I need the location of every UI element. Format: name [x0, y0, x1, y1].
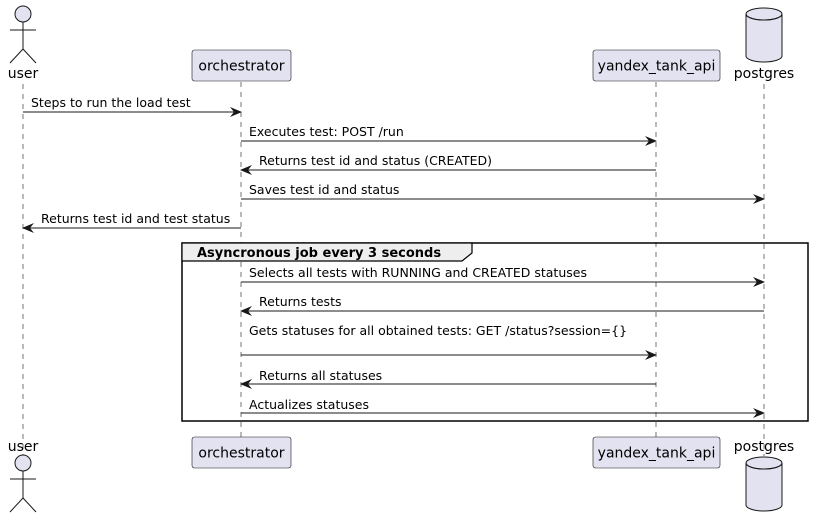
message-5: Returns test id and test status: [22, 211, 241, 233]
message-label: Returns test id and test status: [41, 211, 230, 226]
message-10: Actualizes statuses: [241, 397, 765, 418]
participant-postgres-bottom[interactable]: postgres: [734, 439, 794, 512]
message-1: Steps to run the load test: [23, 95, 242, 117]
database-icon: [745, 7, 783, 63]
participant-label: yandex_tank_api: [598, 59, 716, 75]
actor-icon: [9, 454, 37, 513]
message-label: Returns all statuses: [259, 368, 382, 383]
participant-label: user: [8, 439, 39, 455]
message-6: Selects all tests with RUNNING and CREAT…: [241, 265, 765, 287]
participant-postgres-top[interactable]: postgres: [734, 7, 794, 82]
message-9: Returns all statuses: [240, 368, 656, 389]
participant-label: yandex_tank_api: [598, 446, 716, 462]
message-4: Saves test id and status: [241, 182, 765, 204]
loop-frame-label: Asyncronous job every 3 seconds: [197, 246, 441, 261]
message-label: Returns tests: [259, 294, 341, 309]
participant-label: user: [8, 66, 39, 82]
message-label: Gets statuses for all obtained tests: GE…: [249, 323, 627, 338]
message-label: Executes test: POST /run: [249, 124, 404, 139]
message-label: Returns test id and status (CREATED): [259, 153, 492, 168]
message-label: Actualizes statuses: [249, 397, 369, 412]
participant-label: orchestrator: [198, 59, 284, 75]
message-label: Saves test id and status: [249, 182, 399, 197]
message-8: Gets statuses for all obtained tests: GE…: [241, 323, 657, 360]
message-label: Steps to run the load test: [31, 95, 191, 110]
loop-frame: Asyncronous job every 3 seconds: [181, 242, 809, 422]
participant-yandex-tank-api-top[interactable]: yandex_tank_api: [592, 49, 721, 82]
database-icon: [745, 456, 783, 512]
actor-icon: [9, 5, 37, 64]
message-2: Executes test: POST /run: [241, 124, 657, 146]
message-3: Returns test id and status (CREATED): [240, 153, 656, 175]
participant-orchestrator-top[interactable]: orchestrator: [191, 49, 292, 82]
participant-yandex-tank-api-bottom[interactable]: yandex_tank_api: [592, 436, 721, 469]
participant-label: postgres: [734, 66, 794, 82]
message-label: Selects all tests with RUNNING and CREAT…: [249, 265, 587, 280]
participant-user-top[interactable]: user: [8, 5, 39, 82]
participant-user-bottom[interactable]: user: [8, 439, 39, 513]
participant-label: orchestrator: [198, 446, 284, 462]
participant-label: postgres: [734, 439, 794, 455]
message-7: Returns tests: [240, 294, 764, 316]
participant-orchestrator-bottom[interactable]: orchestrator: [191, 436, 292, 469]
